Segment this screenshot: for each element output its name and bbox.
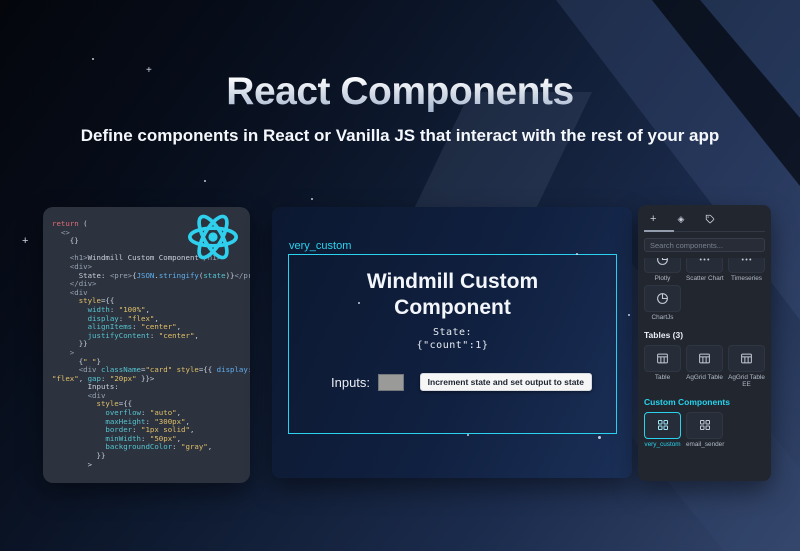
- pie-icon: [656, 292, 669, 305]
- pie-icon: [656, 257, 669, 267]
- code-line: <h1>Windmill Custom Component</h1>: [52, 253, 222, 263]
- component-card-label: ChartJs: [651, 313, 674, 321]
- custom-grid: very_custom email_sender: [644, 411, 765, 448]
- code-line: "flex", gap: "20px" }}>: [52, 373, 155, 383]
- dots-icon: [698, 258, 711, 267]
- code-line: style={{: [52, 399, 133, 409]
- component-library-sidebar: + ◈ Plotly Scatter Chart TimeseriesChartJs…: [638, 205, 771, 481]
- code-line: alignItems: "center",: [52, 322, 182, 332]
- table-icon: [740, 352, 753, 365]
- component-input-box[interactable]: [378, 373, 405, 391]
- component-card-very-custom[interactable]: very_custom: [644, 411, 681, 448]
- custom-component-container: Windmill Custom Component State: {"count…: [288, 254, 617, 434]
- tab-components[interactable]: ◈: [677, 214, 684, 225]
- diamond-icon: ◈: [677, 213, 685, 224]
- code-line: maxHeight: "300px",: [52, 416, 190, 426]
- component-card-label: Plotly: [654, 274, 671, 282]
- component-card-label: AgGrid Table EE: [728, 373, 765, 388]
- code-line: return (: [52, 219, 88, 228]
- dots-icon: [740, 258, 753, 267]
- code-line: backgroundColor: "gray",: [52, 442, 213, 452]
- state-label: State:: [432, 327, 473, 338]
- tab-add-component[interactable]: +: [650, 212, 657, 225]
- state-value: {"count":1}: [416, 340, 489, 351]
- component-card-label: very_custom: [644, 440, 681, 448]
- table-icon: [698, 352, 711, 365]
- component-card-label: Table: [654, 373, 671, 381]
- code-line: Inputs:: [52, 382, 119, 392]
- code-line: {}: [52, 236, 79, 246]
- component-card-label: Scatter Chart: [686, 274, 724, 282]
- search-input[interactable]: [644, 238, 765, 252]
- plus-icon: +: [650, 212, 657, 225]
- code-line: overflow: "auto",: [52, 408, 182, 418]
- code-line: {" "}: [52, 356, 101, 366]
- component-heading: Windmill Custom Component: [366, 270, 539, 319]
- tables-section-header: Tables (3): [644, 329, 684, 340]
- page-subtitle: Define components in React or Vanilla JS…: [80, 126, 720, 145]
- increment-state-button[interactable]: Increment state and set output to state: [419, 373, 592, 391]
- page-title: React Components: [0, 70, 800, 114]
- code-line: style={{: [52, 296, 115, 306]
- code-line: State: <pre>{JSON.stringify(state)}</pre…: [52, 270, 250, 280]
- inputs-row: Inputs: Increment state and set output t…: [331, 373, 592, 391]
- code-line: <div: [52, 390, 106, 400]
- component-icon: [699, 419, 711, 431]
- component-card-label: Timeseries: [730, 274, 762, 282]
- component-card-plotly[interactable]: Plotly: [644, 257, 681, 282]
- code-line: </div>: [52, 279, 97, 289]
- component-card-email-sender[interactable]: email_sender: [686, 411, 725, 448]
- active-tab-underline: [644, 230, 674, 232]
- react-logo-icon: [185, 212, 241, 267]
- component-icon: [657, 419, 669, 431]
- code-line: minWidth: "50px",: [52, 433, 182, 443]
- tag-icon: [706, 214, 715, 224]
- component-card-timeseries[interactable]: Timeseries: [728, 257, 765, 282]
- code-line: justifyContent: "center",: [52, 330, 199, 340]
- code-line: >: [52, 347, 75, 357]
- code-line: border: "1px solid",: [52, 425, 195, 435]
- inputs-label: Inputs:: [331, 374, 371, 390]
- code-line: display: "flex",: [52, 313, 159, 323]
- code-line: <div className="card" style={{ display:: [52, 365, 250, 375]
- code-listing[interactable]: return ( <> {} <h1>Windmill Custom Compo…: [52, 219, 250, 469]
- code-line: >: [52, 459, 93, 469]
- tab-tags[interactable]: [705, 214, 715, 224]
- code-line: <>: [52, 227, 70, 237]
- component-card-chartjs[interactable]: ChartJs: [644, 284, 681, 321]
- component-card-table[interactable]: Table: [644, 344, 681, 388]
- component-card-aggrid-table-ee[interactable]: AgGrid Table EE: [728, 344, 765, 388]
- component-card-scatter-chart[interactable]: Scatter Chart: [686, 257, 724, 282]
- sidebar-tabs: + ◈: [644, 212, 765, 232]
- code-line: <div: [52, 287, 88, 297]
- code-line: }}: [52, 339, 88, 349]
- table-icon: [656, 352, 669, 365]
- app-preview-panel: very_custom Windmill Custom Component St…: [272, 207, 632, 478]
- tables-grid: Table AgGrid Table AgGrid Table EE: [644, 344, 765, 388]
- component-card-label: email_sender: [686, 440, 725, 448]
- custom-components-header: Custom Components: [644, 396, 730, 407]
- code-line: <div>: [52, 261, 93, 271]
- code-line: }}: [52, 451, 106, 461]
- component-id-label: very_custom: [289, 240, 352, 252]
- code-line: width: "100%",: [52, 304, 150, 314]
- component-card-aggrid-table[interactable]: AgGrid Table: [686, 344, 723, 388]
- component-card-label: AgGrid Table: [686, 373, 723, 381]
- code-editor-panel: return ( <> {} <h1>Windmill Custom Compo…: [43, 207, 250, 483]
